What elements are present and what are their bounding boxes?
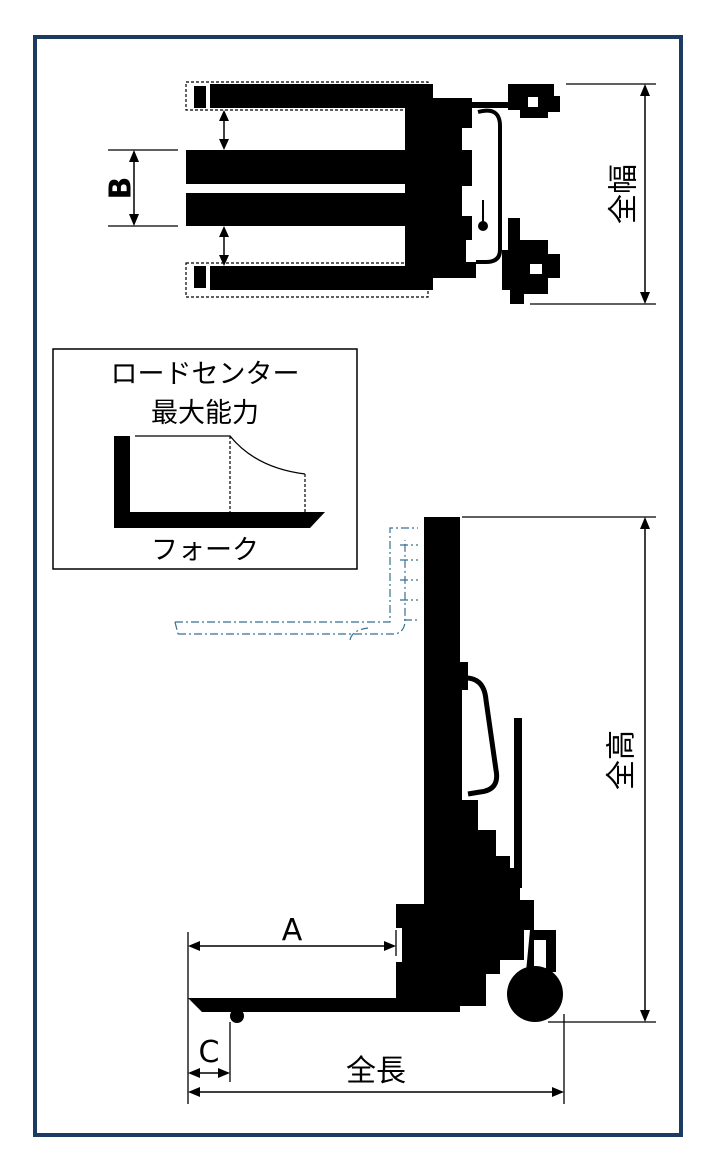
load-center-legend: ロードセンター 最大能力 フォーク: [52, 348, 358, 570]
side-body: [456, 662, 534, 1006]
side-dim-a-label: A: [282, 913, 303, 948]
side-drive-wheel: [507, 966, 563, 1022]
legend-fork-shape: [114, 436, 325, 528]
side-mast: [424, 517, 460, 1012]
top-fork-narrow-upper: [186, 150, 431, 184]
top-view: B 全幅: [104, 81, 656, 305]
legend-title-line2: 最大能力: [151, 398, 259, 429]
top-wheel-block: [502, 218, 560, 304]
side-handle: [461, 675, 500, 797]
side-base-fork: [188, 998, 424, 1012]
side-tiller: [514, 718, 522, 888]
side-overall-height-label: 全高: [605, 730, 640, 790]
side-dim-c-label: C: [199, 1035, 220, 1070]
top-dim-b-label: B: [104, 177, 139, 200]
legend-fork-label: フォーク: [151, 535, 259, 566]
side-overall-length-label: 全長: [346, 1054, 406, 1089]
side-raised-fork-outline: [174, 527, 420, 641]
top-fork-narrow-lower: [186, 193, 431, 226]
legend-title-line1: ロードセンター: [111, 359, 300, 390]
top-body: [428, 98, 476, 278]
side-load-wheel: [230, 1009, 244, 1023]
side-wheel-bracket: [526, 930, 556, 972]
legend-capacity-curve: [135, 435, 306, 475]
side-view: 全高 A C 全長: [174, 516, 656, 1104]
top-handle: [476, 108, 502, 264]
top-dashed-fork-lower: [185, 262, 429, 298]
top-overall-width-label: 全幅: [607, 164, 642, 224]
top-fork-wide-lower: [210, 266, 430, 290]
top-fork-wide-upper: [210, 84, 430, 108]
